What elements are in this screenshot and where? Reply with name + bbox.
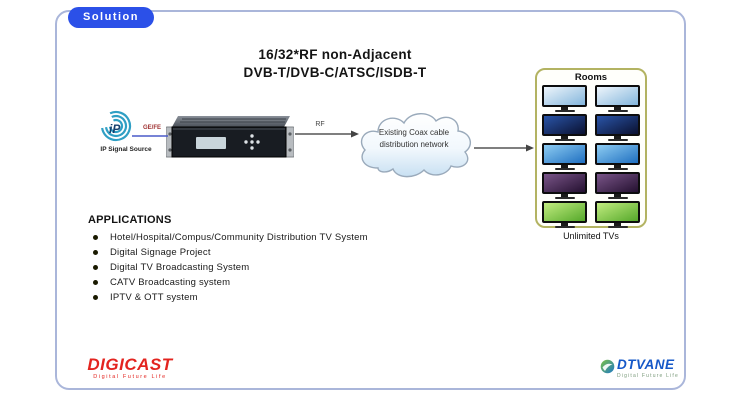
dtvane-tagline: Digital Future Life — [617, 373, 679, 379]
application-item-label: Digital Signage Project — [110, 247, 211, 258]
dtvane-logo-text: DTVANE — [617, 357, 675, 372]
digicast-logo-text: DIGICAST — [87, 355, 173, 374]
tv-icon-cartoon-scene — [595, 201, 640, 228]
tv-icon-cartoon-scene — [542, 201, 587, 228]
application-item: Digital Signage Project — [93, 245, 443, 260]
application-item-label: IPTV & OTT system — [110, 292, 198, 303]
tv-icon-movie-scene — [542, 172, 587, 199]
coax-network-cloud-icon — [360, 113, 472, 178]
dtvane-logo: DTVANE Digital Future Life — [600, 358, 679, 379]
slide-title: 16/32*RF non-Adjacent DVB-T/DVB-C/ATSC/I… — [195, 46, 475, 82]
dtvane-swirl-icon — [600, 359, 615, 374]
title-line-1: 16/32*RF non-Adjacent — [258, 47, 412, 62]
rf-link-label: RF — [315, 121, 325, 128]
bullet-icon — [93, 235, 98, 240]
tv-icon-movie-scene — [595, 172, 640, 199]
applications-heading: APPLICATIONS — [88, 214, 172, 226]
application-item-label: CATV Broadcasting system — [110, 277, 231, 288]
tv-icon-ski-scene — [542, 85, 587, 112]
application-item: IPTV & OTT system — [93, 290, 443, 305]
cloud-label-line-2: distribution network — [379, 139, 449, 149]
ip-logo-text: iP — [109, 122, 121, 136]
cloud-label-line-1: Existing Coax cable — [378, 128, 450, 137]
digicast-logo: DIGICAST Digital Future Life — [72, 355, 188, 381]
rooms-title: Rooms — [574, 72, 608, 83]
tv-grid — [537, 84, 645, 228]
rooms-panel: Rooms — [535, 68, 647, 228]
cloud-label: Existing Coax cable distribution network — [362, 127, 466, 150]
ip-source-label: IP Signal Source — [100, 146, 152, 153]
modulator-device-icon — [166, 116, 294, 158]
applications-list: Hotel/Hospital/Compus/Community Distribu… — [93, 230, 443, 305]
ip-source-icon: iP — [100, 110, 132, 142]
tv-icon-concert-scene — [595, 114, 640, 141]
application-item-label: Hotel/Hospital/Compus/Community Distribu… — [110, 232, 368, 243]
title-line-2: DVB-T/DVB-C/ATSC/ISDB-T — [243, 65, 427, 80]
application-item: CATV Broadcasting system — [93, 275, 443, 290]
unlimited-tvs-label: Unlimited TVs — [563, 231, 619, 241]
application-item: Hotel/Hospital/Compus/Community Distribu… — [93, 230, 443, 245]
bullet-icon — [93, 265, 98, 270]
tv-icon-dolphin-scene — [542, 143, 587, 170]
tv-icon-ski-scene — [595, 85, 640, 112]
bullet-icon — [93, 280, 98, 285]
application-item: Digital TV Broadcasting System — [93, 260, 443, 275]
port-label: GE/FE — [142, 125, 161, 131]
solution-badge: Solution — [68, 7, 154, 28]
tv-icon-dolphin-scene — [595, 143, 640, 170]
bullet-icon — [93, 250, 98, 255]
digicast-tagline: Digital Future Life — [93, 374, 167, 380]
tv-icon-concert-scene — [542, 114, 587, 141]
bullet-icon — [93, 295, 98, 300]
application-item-label: Digital TV Broadcasting System — [110, 262, 250, 273]
